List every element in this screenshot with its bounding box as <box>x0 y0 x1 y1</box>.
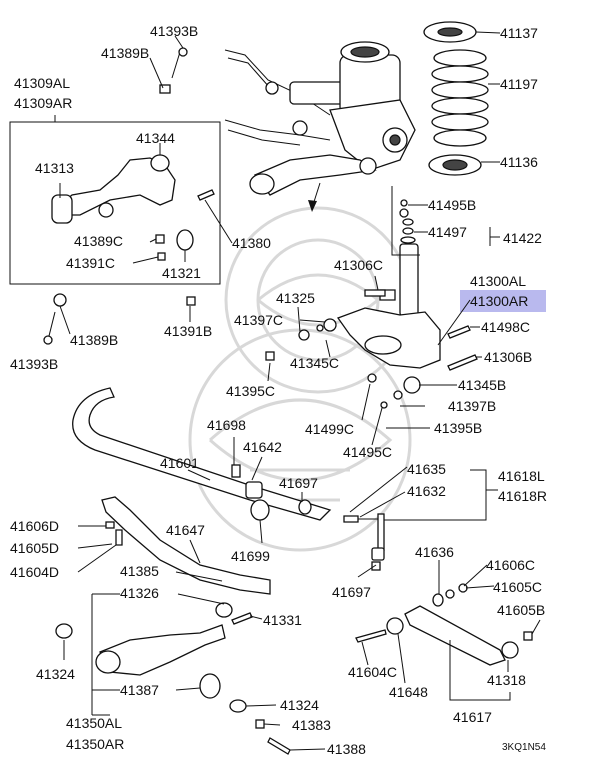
label-41605d[interactable]: 41605D <box>10 540 59 556</box>
label-41345b[interactable]: 41345B <box>458 377 506 393</box>
label-41642[interactable]: 41642 <box>243 439 282 455</box>
label-41325[interactable]: 41325 <box>276 290 315 306</box>
label-41137[interactable]: 41137 <box>500 25 538 41</box>
diagram-code: 3KQ1N54 <box>502 742 546 753</box>
label-41697-a[interactable]: 41697 <box>279 475 318 491</box>
stabilizer-bracket <box>101 496 271 595</box>
label-41636[interactable]: 41636 <box>415 544 454 560</box>
label-41647[interactable]: 41647 <box>166 522 205 538</box>
label-41321[interactable]: 41321 <box>162 265 201 281</box>
label-41326[interactable]: 41326 <box>120 585 159 601</box>
label-41388[interactable]: 41388 <box>327 741 366 757</box>
label-41324-a[interactable]: 41324 <box>36 666 75 682</box>
label-41318[interactable]: 41318 <box>487 672 526 688</box>
label-41648[interactable]: 41648 <box>389 684 428 700</box>
leader-lines <box>59 31 541 751</box>
label-41422[interactable]: 41422 <box>503 230 542 246</box>
label-41395b[interactable]: 41395B <box>434 420 482 436</box>
highlight-41300ar <box>460 290 546 312</box>
label-41632[interactable]: 41632 <box>407 483 446 499</box>
stabilizer-bar <box>72 387 385 571</box>
label-41389b-top[interactable]: 41389B <box>101 45 149 61</box>
part-labels: 41393B 41389B 41309AL 41309AR 41344 4131… <box>10 23 547 757</box>
label-41345c[interactable]: 41345C <box>290 355 339 371</box>
rear-knuckle-assembly <box>224 41 416 212</box>
label-41391b[interactable]: 41391B <box>164 323 212 339</box>
label-41393b-top[interactable]: 41393B <box>150 23 198 39</box>
label-41604d[interactable]: 41604D <box>10 564 59 580</box>
label-41350ar[interactable]: 41350AR <box>66 736 124 752</box>
label-41495b[interactable]: 41495B <box>428 197 476 213</box>
label-41344[interactable]: 41344 <box>136 130 175 146</box>
label-41389b-bottom[interactable]: 41389B <box>70 332 118 348</box>
label-41397b[interactable]: 41397B <box>448 398 496 414</box>
label-41617[interactable]: 41617 <box>453 709 492 725</box>
label-41698[interactable]: 41698 <box>207 417 246 433</box>
label-41606c[interactable]: 41606C <box>486 557 535 573</box>
label-41306c[interactable]: 41306C <box>334 257 383 273</box>
label-41300ar[interactable]: 41300AR <box>470 293 528 309</box>
label-41697-b[interactable]: 41697 <box>332 584 371 600</box>
label-41498c[interactable]: 41498C <box>481 319 530 335</box>
label-41331[interactable]: 41331 <box>263 612 302 628</box>
label-41606d[interactable]: 41606D <box>10 518 59 534</box>
label-41391c[interactable]: 41391C <box>66 255 115 271</box>
label-41495c[interactable]: 41495C <box>343 444 392 460</box>
label-41300al[interactable]: 41300AL <box>470 273 526 289</box>
label-41605b[interactable]: 41605B <box>497 602 545 618</box>
label-41309ar[interactable]: 41309AR <box>14 95 72 111</box>
lower-control-arm <box>55 602 291 755</box>
label-41699[interactable]: 41699 <box>231 548 270 564</box>
label-41393b-bottom[interactable]: 41393B <box>10 356 58 372</box>
label-41618r[interactable]: 41618R <box>498 488 547 504</box>
label-41324-b[interactable]: 41324 <box>280 697 319 713</box>
upper-arm-box <box>9 47 221 345</box>
lower-arm-crossmember <box>265 289 478 409</box>
label-41635[interactable]: 41635 <box>407 461 446 477</box>
label-41604c[interactable]: 41604C <box>348 664 397 680</box>
label-41383[interactable]: 41383 <box>292 717 331 733</box>
label-41313[interactable]: 41313 <box>35 160 74 176</box>
toe-control-arm <box>355 583 533 666</box>
label-41306b[interactable]: 41306B <box>484 349 532 365</box>
label-41197[interactable]: 41197 <box>500 76 538 92</box>
label-41499c[interactable]: 41499C <box>305 421 354 437</box>
label-41395c[interactable]: 41395C <box>226 383 275 399</box>
label-41136[interactable]: 41136 <box>500 154 538 170</box>
label-41397c[interactable]: 41397C <box>234 312 283 328</box>
coil-spring-assembly <box>423 21 489 176</box>
label-41618l[interactable]: 41618L <box>498 468 545 484</box>
label-41309al[interactable]: 41309AL <box>14 75 70 91</box>
label-41601[interactable]: 41601 <box>160 455 199 471</box>
label-41497[interactable]: 41497 <box>428 224 467 240</box>
label-41605c[interactable]: 41605C <box>493 579 542 595</box>
label-41380[interactable]: 41380 <box>232 235 271 251</box>
label-41350al[interactable]: 41350AL <box>66 715 122 731</box>
label-41387[interactable]: 41387 <box>120 682 159 698</box>
label-41385[interactable]: 41385 <box>120 563 159 579</box>
label-41389c[interactable]: 41389C <box>74 233 123 249</box>
